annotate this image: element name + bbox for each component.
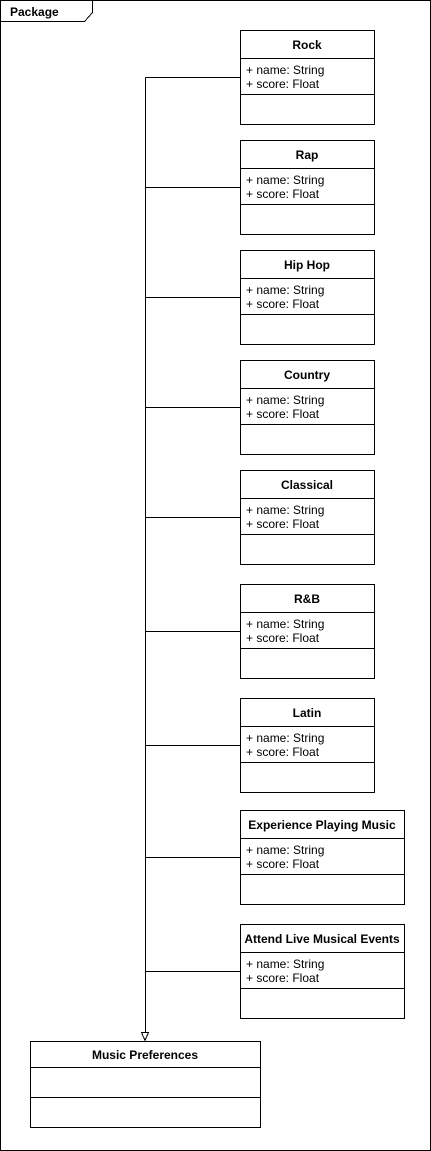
class-name: Latin (293, 706, 322, 720)
class-attribute: + score: Float (246, 297, 320, 311)
class-name: Music Preferences (92, 1048, 198, 1062)
class-attribute: + score: Float (246, 631, 320, 645)
class-attribute: + name: String (246, 393, 324, 407)
class-box[interactable] (240, 584, 375, 679)
class-box[interactable] (240, 250, 375, 345)
class-name: Attend Live Musical Events (244, 932, 400, 946)
class-r-b[interactable]: R&B + name: String+ score: Float (240, 584, 375, 679)
class-attribute: + name: String (246, 63, 324, 77)
class-attribute: + name: String (246, 731, 324, 745)
class-attribute: + name: String (246, 503, 324, 517)
class-latin[interactable]: Latin + name: String+ score: Float (240, 698, 375, 793)
class-attribute: + name: String (246, 617, 324, 631)
class-rock[interactable]: Rock + name: String+ score: Float (240, 30, 375, 125)
class-name: Country (284, 368, 330, 382)
class-hip-hop[interactable]: Hip Hop + name: String+ score: Float (240, 250, 375, 345)
class-country[interactable]: Country + name: String+ score: Float (240, 360, 375, 455)
class-attribute: + score: Float (246, 971, 320, 985)
class-classical[interactable]: Classical + name: String+ score: Float (240, 470, 375, 565)
class-name: Experience Playing Music (248, 818, 396, 832)
class-attribute: + name: String (246, 843, 324, 857)
class-name: Rock (292, 38, 322, 52)
class-box[interactable] (240, 140, 375, 235)
class-experience-playing-music[interactable]: Experience Playing Music + name: String+ … (240, 810, 405, 905)
package-label: Package (10, 5, 59, 19)
class-box[interactable] (240, 924, 405, 1019)
class-name: Classical (281, 478, 333, 492)
class-attribute: + score: Float (246, 187, 320, 201)
class-rap[interactable]: Rap + name: String+ score: Float (240, 140, 375, 235)
class-box[interactable] (240, 470, 375, 565)
class-box[interactable] (30, 1041, 261, 1128)
class-box[interactable] (240, 360, 375, 455)
package-tab (0, 0, 93, 22)
class-attribute: + score: Float (246, 517, 320, 531)
class-name: Rap (296, 148, 319, 162)
class-music-preferences[interactable]: Music Preferences (30, 1041, 261, 1128)
generalization-connectors (145, 77, 241, 1033)
class-attend-live-musical-events[interactable]: Attend Live Musical Events + name: String… (240, 924, 405, 1019)
class-box[interactable] (240, 30, 375, 125)
class-box[interactable] (240, 698, 375, 793)
class-attribute: + name: String (246, 957, 324, 971)
generalization-arrowhead (140, 1032, 150, 1042)
class-attribute: + name: String (246, 283, 324, 297)
class-attribute: + score: Float (246, 407, 320, 421)
class-name: Hip Hop (284, 258, 330, 272)
class-attribute: + score: Float (246, 745, 320, 759)
class-name: R&B (294, 592, 320, 606)
class-attribute: + score: Float (246, 857, 320, 871)
class-attribute: + score: Float (246, 77, 320, 91)
class-attribute: + name: String (246, 173, 324, 187)
class-box[interactable] (240, 810, 405, 905)
